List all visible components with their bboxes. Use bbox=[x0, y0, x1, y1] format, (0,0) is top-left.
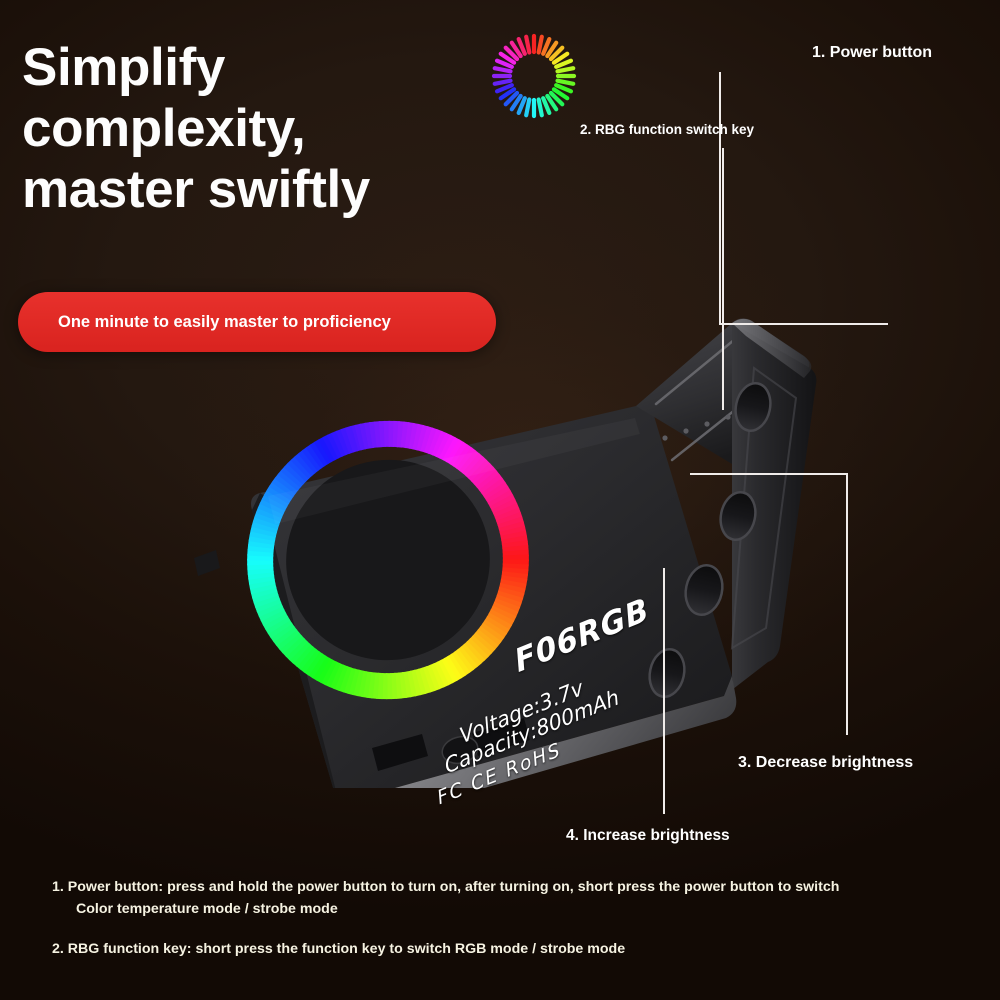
rgb-ring-logo-icon bbox=[488, 30, 580, 122]
instruction-1-line-1: 1. Power button: press and hold the powe… bbox=[52, 879, 840, 895]
page-title: Simplify complexity, master swiftly bbox=[22, 38, 492, 221]
device-edge-highlight bbox=[732, 318, 812, 378]
rgb-function-button bbox=[719, 491, 757, 541]
instruction-item-2: 2. RBG function key: short press the fun… bbox=[52, 938, 952, 960]
tagline-banner: One minute to easily master to proficien… bbox=[18, 292, 496, 352]
leader-line-power-vertical bbox=[719, 72, 721, 324]
mount-clip-right bbox=[472, 718, 530, 756]
leader-line-decrease-horizontal bbox=[690, 473, 848, 475]
leader-line-power-horizontal bbox=[719, 323, 888, 325]
instruction-1-line-2: Color temperature mode / strobe mode bbox=[76, 901, 338, 917]
device-bottom-band bbox=[394, 676, 737, 788]
callout-increase-brightness: 4. Increase brightness bbox=[566, 827, 730, 844]
headline-line-2: complexity, bbox=[22, 98, 306, 158]
device-side-buttons bbox=[648, 382, 772, 698]
callout-rgb-function-key: 2. RBG function switch key bbox=[580, 122, 755, 137]
callout-decrease-brightness: 3. Decrease brightness bbox=[738, 754, 914, 771]
device-bottom-hardware bbox=[372, 718, 530, 771]
leader-line-increase-vertical bbox=[663, 568, 665, 814]
rgb-spectrum-ring bbox=[247, 420, 529, 700]
callout-power-button: 1. Power button bbox=[812, 44, 932, 61]
power-button bbox=[734, 382, 772, 432]
device-side-port bbox=[194, 550, 220, 576]
headline-line-3: master swiftly bbox=[22, 159, 370, 219]
tagline-text: One minute to easily master to proficien… bbox=[58, 312, 391, 331]
headline-line-1: Simplify bbox=[22, 38, 225, 97]
device-side-panel-outline bbox=[730, 366, 798, 650]
mount-clip-left bbox=[372, 734, 428, 771]
instruction-item-1: 1. Power button: press and hold the powe… bbox=[52, 876, 952, 920]
increase-brightness-button bbox=[648, 648, 686, 698]
instruction-2-text: 2. RBG function key: short press the fun… bbox=[52, 941, 626, 957]
tripod-mount-hole bbox=[441, 735, 479, 765]
leader-line-rgb-vertical bbox=[722, 148, 724, 410]
product-device-image: F06RGB Voltage:3.7v Capacity:800mAh FC C… bbox=[120, 228, 820, 809]
leader-line-decrease-vertical bbox=[846, 473, 848, 735]
decrease-brightness-button bbox=[684, 564, 724, 616]
device-indicator-dots bbox=[662, 414, 731, 441]
